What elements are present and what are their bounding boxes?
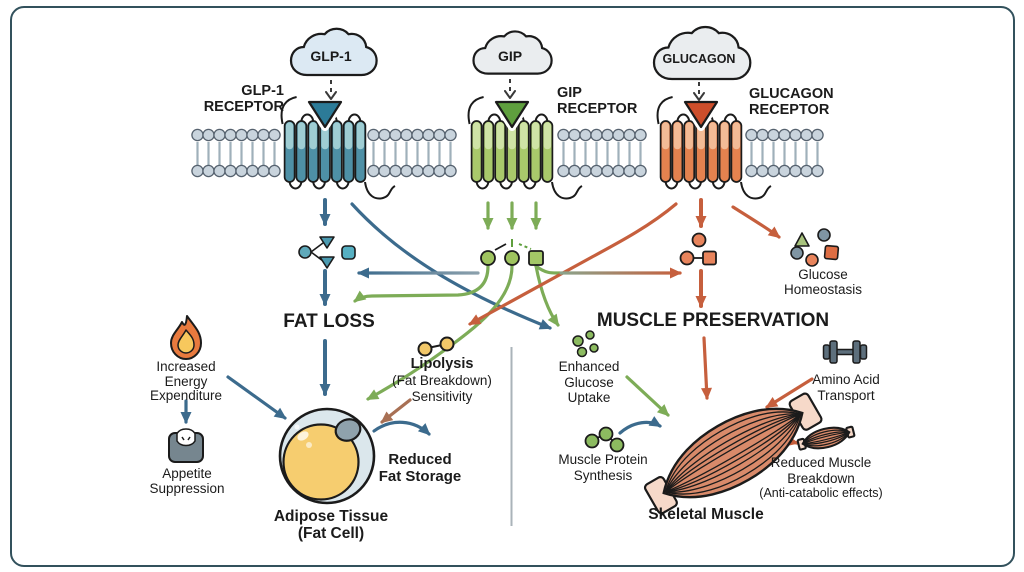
glucose-molecules-icon	[572, 330, 599, 358]
glp1-receptor-label: GLP-1 RECEPTOR	[203, 83, 284, 115]
weight-scale-icon	[168, 428, 204, 463]
glp1-cloud-label: GLP-1	[310, 48, 352, 64]
glucagon-second-messengers-icon	[679, 232, 717, 266]
glucagon-receptor-illustration	[656, 96, 772, 200]
anti-catabolic-label: (Anti-catabolic effects)	[759, 486, 883, 500]
lipolysis-molecule-icon	[417, 336, 455, 357]
glucose-homeostasis-molecules-icon	[790, 228, 840, 267]
glucagon-receptor-label: GLUCAGON RECEPTOR	[749, 86, 834, 118]
signal-molecules	[298, 228, 840, 453]
cell-membrane	[191, 128, 824, 178]
glp1-receptor-illustration	[280, 96, 396, 200]
skeletal-muscle-illustration	[643, 392, 823, 515]
muscle-protein-label: Muscle Protein Synthesis	[558, 452, 648, 483]
gip-cloud-label: GIP	[497, 48, 523, 64]
appetite-suppression-label: Appetite Suppression	[149, 466, 225, 496]
gip-cloud	[472, 30, 553, 75]
fat-cell-illustration	[278, 407, 376, 505]
gip-receptor-label: GIP RECEPTOR	[557, 85, 638, 117]
gip-receptor-illustration	[467, 96, 583, 200]
glucagon-cloud	[652, 25, 752, 81]
glucose-homeostasis-label: Glucose Homeostasis	[783, 267, 863, 297]
receptor-illustrations	[280, 96, 772, 200]
muscle-preservation-heading: MUSCLE PRESERVATION	[596, 310, 830, 331]
glucagon-cloud-label: GLUCAGON	[662, 52, 736, 66]
hormone-release-arrows	[325, 79, 705, 101]
fat-loss-heading: FAT LOSS	[283, 311, 375, 332]
hormone-clouds	[289, 25, 752, 101]
small-muscle-icon	[796, 425, 856, 451]
lipolysis-label: Lipolysis	[410, 356, 474, 372]
protein-molecules-icon	[584, 426, 625, 453]
glp1-second-messengers-icon	[298, 236, 356, 269]
increased-energy-label: Increased Energy Expenditure	[149, 359, 223, 403]
amino-acid-label: Amino Acid Transport	[812, 372, 880, 403]
dumbbell-icon	[822, 340, 868, 364]
lipolysis-sub-label: (Fat Breakdown) Sensitivity	[392, 373, 492, 404]
skeletal-muscle-label: Skeletal Muscle	[648, 506, 764, 523]
flame-icon	[170, 315, 202, 360]
reduced-fat-storage-label: Reduced Fat Storage	[378, 451, 462, 485]
reduced-muscle-label: Reduced Muscle Breakdown	[770, 455, 872, 486]
enhanced-glucose-label: Enhanced Glucose Uptake	[558, 359, 620, 405]
gip-second-messengers-icon	[480, 239, 544, 266]
glp1-cloud	[289, 27, 378, 77]
adipose-tissue-label: Adipose Tissue (Fat Cell)	[273, 508, 389, 542]
